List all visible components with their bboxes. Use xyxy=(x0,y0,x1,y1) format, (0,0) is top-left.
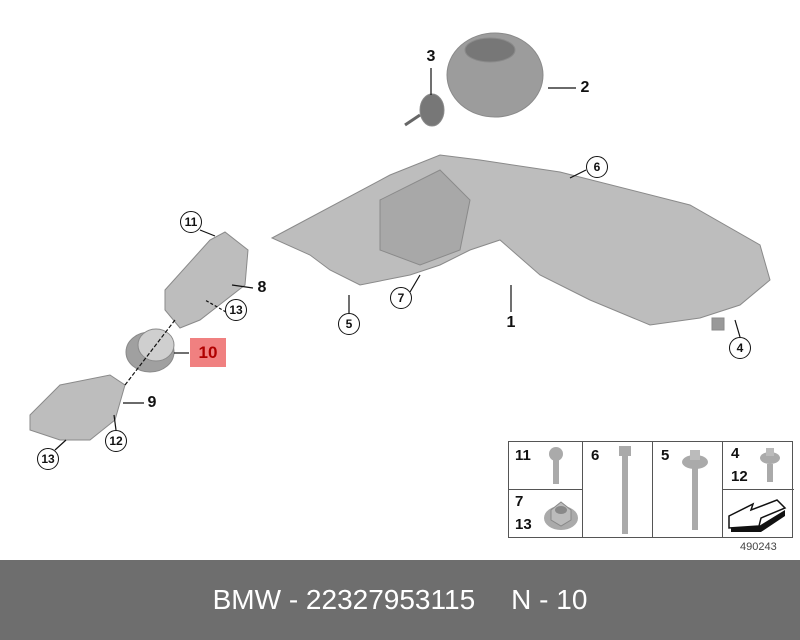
callout-11[interactable]: 11 xyxy=(180,211,202,233)
callout-4[interactable]: 4 xyxy=(729,337,751,359)
parts-illustration xyxy=(29,32,771,451)
callout-1[interactable]: 1 xyxy=(506,314,516,331)
legend-num-5: 5 xyxy=(661,447,670,464)
transmission-mount-bracket xyxy=(270,154,771,326)
bracket-8 xyxy=(164,231,249,329)
callout-9[interactable]: 9 xyxy=(147,394,157,411)
flange-nut-icon xyxy=(544,501,578,530)
legend-cell-arrow xyxy=(723,490,794,538)
callout-6[interactable]: 6 xyxy=(586,156,608,178)
callout-7[interactable]: 7 xyxy=(390,287,412,309)
legend-num-6: 6 xyxy=(591,447,600,464)
legend-num-12: 12 xyxy=(731,468,748,485)
callout-10-highlighted[interactable]: 10 xyxy=(190,338,226,367)
diagram-reference-number: 490243 xyxy=(740,541,777,553)
callout-8[interactable]: 8 xyxy=(257,279,267,296)
callout-2[interactable]: 2 xyxy=(580,79,590,96)
position-number-text: N - 10 xyxy=(511,584,588,615)
callout-5[interactable]: 5 xyxy=(338,313,360,335)
legend-cell-6: 6 xyxy=(583,442,653,538)
callout-12[interactable]: 12 xyxy=(105,430,127,452)
bolt-3 xyxy=(419,93,445,127)
direction-arrow-icon xyxy=(728,499,787,532)
bolt-icon xyxy=(549,447,563,484)
legend-cell-5: 5 xyxy=(653,442,723,538)
washer-bolt-icon xyxy=(682,450,708,530)
legend-num-7: 7 xyxy=(515,493,524,510)
legend-num-11: 11 xyxy=(515,447,531,464)
short-bolt-icon xyxy=(760,448,780,482)
callout-13-lower[interactable]: 13 xyxy=(37,448,59,470)
fastener-legend: 11 7 13 6 5 4 12 xyxy=(508,441,794,538)
legend-num-4: 4 xyxy=(731,445,740,462)
legend-cell-4-12: 4 12 xyxy=(723,442,794,490)
part-number-footer: BMW - 22327953115 N - 10 xyxy=(0,560,800,640)
part-number-text: BMW - 22327953115 xyxy=(212,584,476,615)
legend-cell-7-13: 7 13 xyxy=(509,490,583,538)
legend-cell-11: 11 xyxy=(509,442,583,490)
callout-3[interactable]: 3 xyxy=(426,48,436,65)
legend-num-13: 13 xyxy=(515,516,532,533)
long-bolt-icon xyxy=(619,446,631,534)
callout-13-upper[interactable]: 13 xyxy=(225,299,247,321)
